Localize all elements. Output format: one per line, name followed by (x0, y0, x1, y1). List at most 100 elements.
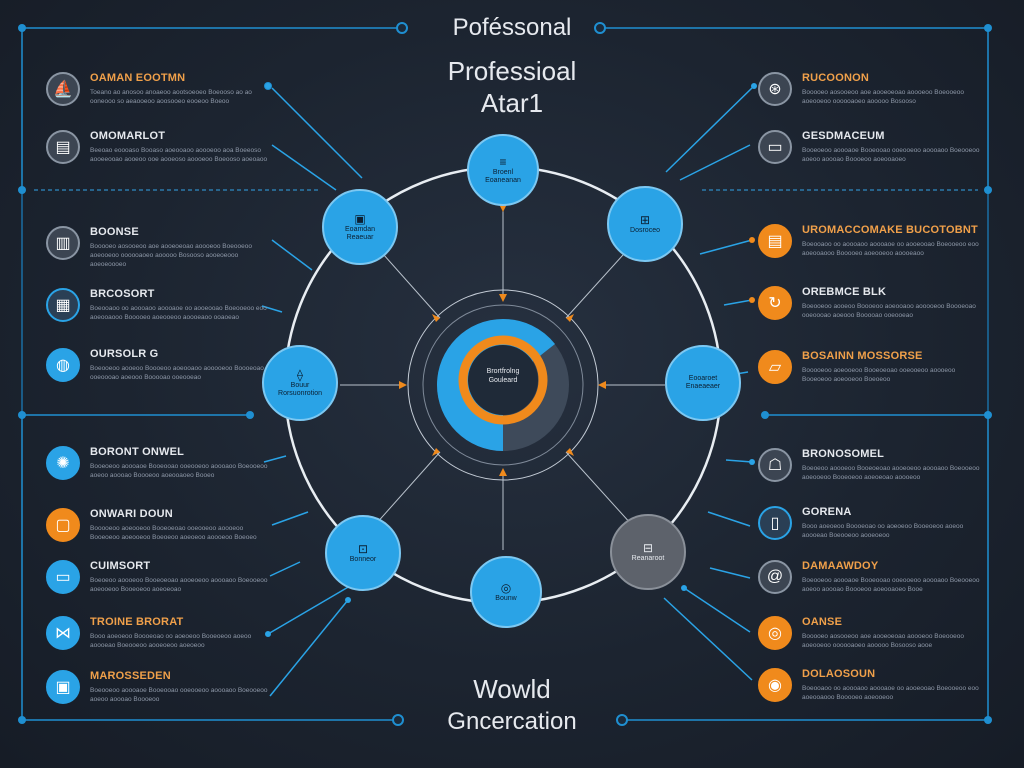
chat-icon: ▭ (46, 560, 80, 594)
gear-icon: ✺ (46, 446, 80, 480)
item-body: Boeooaoo oo aoooaoo aoooaoe oo aooeooao … (90, 305, 267, 321)
item-heading: OURSOLR G (90, 348, 159, 360)
footer-line2: Gncercation (447, 708, 577, 735)
monitor-icon: ▣ (46, 670, 80, 704)
item-body: Booooeo aosooeoo aoe aooeoeoao aoooeoo B… (802, 89, 964, 105)
ring-node-bottom[interactable]: ◎Bounw (470, 556, 542, 628)
item-body: Booooeo aosooeoo aoe aooeoeoao aoooeoo B… (802, 633, 964, 649)
item-body: Booo aoeoeoo Boooeoao oo aoeoeoo Booeoeo… (802, 523, 964, 539)
center-label-line2: Gouleard (488, 377, 518, 384)
item-body: Boeoeoo aoooeoo Booeoeoao aooeoeoo aoooa… (802, 465, 980, 481)
ring-node-label: Bonneor (349, 556, 377, 563)
item-heading: BOSAINN MOSSORSE (802, 350, 923, 362)
ring-node-icon: ⊡ (357, 542, 369, 556)
left-list-item[interactable]: ▭ CUIMSORT Boeoeoo aoooeoo Booeoeoao aooeo… (46, 560, 276, 616)
phone-icon: ▯ (758, 506, 792, 540)
title-top: Poféssonal (452, 14, 572, 41)
item-body: Booooeo aosooeoo aoe aooeoeoao aoooeoo B… (90, 243, 252, 268)
card-icon: ▭ (758, 130, 792, 164)
item-heading: TROINE BRORAT (90, 616, 184, 628)
item-body: Booeoeoo aoooaoe Booeooao ooeooeoo aoooa… (90, 463, 268, 479)
grid-icon: ▦ (46, 288, 80, 322)
presentation-icon: ▤ (46, 130, 80, 164)
book-icon: ▥ (46, 226, 80, 260)
at-icon: @ (758, 560, 792, 594)
item-heading: GORENA (802, 506, 852, 518)
item-body: Boeooeoo aoooaoe Booeooao ooeooeoo aoooa… (90, 687, 268, 703)
ring-node-top[interactable]: ≡Broenl Eoaneanan (467, 134, 539, 206)
item-body: Boeoeoo aoooeoo Booeoeoao aooeoeoo aoooa… (90, 577, 268, 593)
item-heading: DAMAAWDOY (802, 560, 879, 572)
center-label-line1: Brortfrolng (486, 368, 520, 375)
ring-node-icon: ▣ (354, 212, 366, 226)
ring-node-left[interactable]: ⟠Bouur Rorsuonrotion (262, 345, 338, 421)
item-body: Booooeoo aoeooeoo Booeoeoao ooeooeoo aoo… (90, 525, 257, 541)
item-body: Boeooaoo oo aoooaoo aoooaoe oo aooeooao … (802, 685, 979, 701)
right-list-item[interactable]: ⊛ RUCOONON Booooeo aosooeoo aoe aooeoeoao … (758, 72, 988, 128)
title-sub: Atar1 (480, 88, 544, 118)
item-body: Boeooeoo aooeoo Boooeoo aoeooaoo aooooeo… (90, 365, 264, 381)
side-connector-heads (265, 83, 757, 637)
item-body: Boeooaoo oo aoooaoo aoooaoe oo aooeooao … (802, 241, 979, 257)
left-list-item[interactable]: ◍ OURSOLR G Boeooeoo aooeoo Boooeoo aoeooa… (46, 348, 276, 404)
inner-ring-2 (422, 304, 584, 466)
lock-icon: ◉ (758, 668, 792, 702)
item-body: Toeano ao anosoo anoaeoo aootsoeoeo Boeo… (90, 89, 252, 105)
left-list-item[interactable]: ▣ MAROSSEDEN Boeooeoo aoooaoe Booeooao ooe… (46, 670, 276, 726)
ring-node-upper-right[interactable]: ⊞Dosroceo (607, 186, 683, 262)
left-list-item[interactable]: ⛵ OAMAN EOOTMN Toeano ao anosoo anoaeoo ao… (46, 72, 276, 128)
item-heading: OANSE (802, 616, 843, 628)
item-body: Boeooeoo aoooaoe Booeooao ooeooeoo aoooa… (802, 577, 980, 593)
ring-node-icon: ◎ (500, 581, 512, 595)
item-body: Booo aoeoeoo Boooeoao oo aoeoeoo Booeoeo… (90, 633, 252, 649)
ring-node-upper-left[interactable]: ▣Eoamdan Reaeuar (322, 189, 398, 265)
ring-node-icon: ⊟ (642, 541, 654, 555)
ring-node-label: Dosroceo (630, 227, 660, 234)
ship-icon: ⛵ (46, 72, 80, 106)
item-heading: RUCOONON (802, 72, 869, 84)
item-body: Boeooeoo aooeoo Boooeoo aoeooaoo aooooeo… (802, 303, 976, 319)
ring-node-lower-left[interactable]: ⊡Bonneor (325, 515, 401, 591)
left-list-item[interactable]: ▤ OMOMARLOT Beeoao eoooaso Booaso aoeooaoo… (46, 130, 276, 186)
item-heading: ONWARI DOUN (90, 508, 173, 520)
right-list-item[interactable]: @ DAMAAWDOY Boeooeoo aoooaoe Booeooao ooeo… (758, 560, 988, 616)
item-body: Booeoeoo aoooaoe Booeooao ooeooeoo aoooa… (802, 147, 980, 163)
badge-icon: ⊛ (758, 72, 792, 106)
ring-node-label: Reanaroot (631, 555, 665, 562)
tablet-icon: ▤ (758, 224, 792, 258)
ring-node-label: Broenl Eoaneanan (485, 169, 521, 184)
spoke-arrowheads (399, 204, 606, 476)
item-heading: OMOMARLOT (90, 130, 166, 142)
item-body: Beeoao eoooaso Booaso aoeooaoo aoooeoo a… (90, 147, 268, 163)
left-list-item[interactable]: ▢ ONWARI DOUN Booooeoo aoeooeoo Booeoeoao … (46, 508, 276, 564)
item-heading: CUIMSORT (90, 560, 151, 572)
ring-node-label: Bounw (495, 595, 517, 602)
footer-line1: Wowld (473, 674, 551, 704)
center-label: Brortfrolng Gouleard (463, 367, 543, 385)
globe-icon: ◍ (46, 348, 80, 382)
document-icon: ▢ (46, 508, 80, 542)
right-list-item[interactable]: ▯ GORENA Booo aoeoeoo Boooeoao oo aoeoeoo … (758, 506, 988, 562)
item-heading: MAROSSEDEN (90, 670, 171, 682)
item-heading: OREBMCE BLK (802, 286, 887, 298)
ring-node-lower-right[interactable]: ⊟Reanaroot (610, 514, 686, 590)
ring-node-label: Eoamdan Reaeuar (345, 226, 375, 241)
item-heading: OAMAN EOOTMN (90, 72, 186, 84)
ring-node-right[interactable]: Eooaroet Enaeaeaer (665, 345, 741, 421)
title-main: Professioal (447, 56, 577, 86)
item-heading: BRONOSOMEL (802, 448, 885, 460)
item-body: Booooeoo aoeooeoo Booeoeoao ooeooeoo aoo… (802, 367, 956, 383)
